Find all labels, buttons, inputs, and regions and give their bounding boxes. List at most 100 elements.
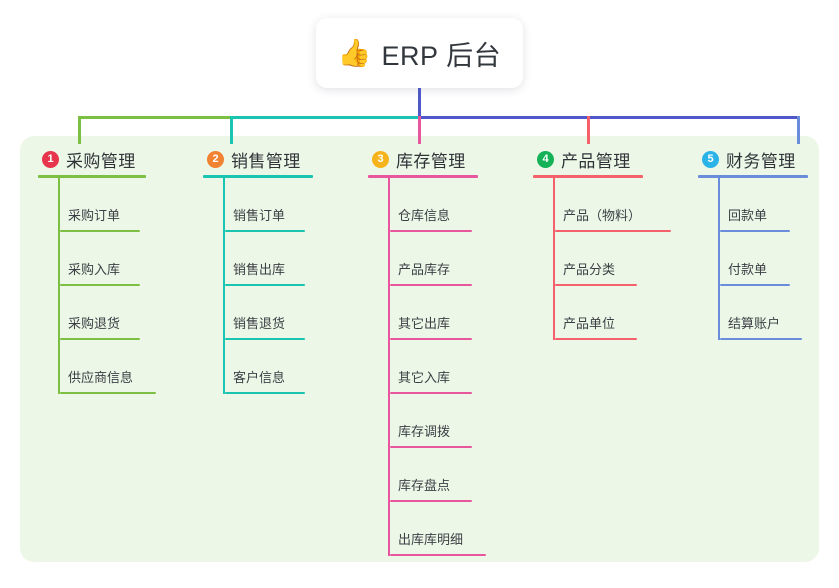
branch-stem-3 <box>388 178 390 556</box>
connector-drop <box>230 116 233 144</box>
connector-bus-segment <box>230 116 420 119</box>
branch-child-label: 销售订单 <box>233 208 286 223</box>
branch-stem-1 <box>58 178 60 394</box>
branch-child-label: 库存调拨 <box>398 424 451 439</box>
branch-title-5: 财务管理 <box>726 151 796 171</box>
branch-column-4: 4 产品管理产品（物料） 产品分类产品单位 <box>533 146 671 340</box>
branch-badge-5: 5 <box>702 150 719 168</box>
branch-child-underline <box>390 554 486 556</box>
branch-child-label: 回款单 <box>728 208 768 223</box>
connector-drop <box>797 116 800 144</box>
branch-underline-5 <box>698 175 808 178</box>
branch-child-underline <box>225 338 305 340</box>
branch-child-item[interactable]: 库存盘点 <box>390 448 472 502</box>
branch-badge-1: 1 <box>42 150 59 168</box>
branch-child-label: 付款单 <box>728 262 768 277</box>
branch-child-label: 出库库明细 <box>398 532 464 547</box>
branch-underline-3 <box>368 175 478 178</box>
branch-column-2: 2 销售管理销售订单销售出库销售退货客户信息 <box>203 146 313 394</box>
branch-header-4[interactable]: 4 产品管理 <box>533 146 643 178</box>
branch-child-underline <box>555 230 671 232</box>
branch-child-label: 产品库存 <box>398 262 451 277</box>
branch-child-underline <box>60 392 156 394</box>
branch-child-item[interactable]: 产品分类 <box>555 232 637 286</box>
connector-bus-segment <box>78 116 230 119</box>
branch-header-2[interactable]: 2 销售管理 <box>203 146 313 178</box>
connector-drop <box>587 116 590 144</box>
branch-child-item[interactable]: 其它入库 <box>390 340 472 394</box>
branch-stem-2 <box>223 178 225 394</box>
branch-child-item[interactable]: 销售退货 <box>225 286 305 340</box>
branch-child-label: 其它入库 <box>398 370 451 385</box>
branch-child-label: 产品单位 <box>563 316 616 331</box>
branch-child-underline <box>60 338 140 340</box>
branch-child-item[interactable]: 产品单位 <box>555 286 637 340</box>
branch-title-1: 采购管理 <box>66 151 136 171</box>
root-node[interactable]: 👍 ERP 后台 <box>316 18 523 88</box>
branch-child-item[interactable]: 结算账户 <box>720 286 802 340</box>
branch-child-label: 采购订单 <box>68 208 121 223</box>
branch-underline-1 <box>38 175 146 178</box>
branch-child-underline <box>390 230 472 232</box>
branch-child-label: 客户信息 <box>233 370 286 385</box>
branch-child-underline <box>225 230 305 232</box>
branch-child-underline <box>555 338 637 340</box>
branch-title-4: 产品管理 <box>561 151 631 171</box>
branch-child-underline <box>60 284 140 286</box>
branch-title-2: 销售管理 <box>231 151 301 171</box>
branch-stem-4 <box>553 178 555 340</box>
branch-child-item[interactable]: 供应商信息 <box>60 340 156 394</box>
branch-child-underline <box>720 284 790 286</box>
branch-child-item[interactable]: 付款单 <box>720 232 790 286</box>
branch-child-label: 其它出库 <box>398 316 451 331</box>
branch-column-3: 3 库存管理仓库信息产品库存其它出库其它入库库存调拨库存盘点出库库明细 <box>368 146 486 556</box>
branch-child-item[interactable]: 客户信息 <box>225 340 305 394</box>
branch-header-5[interactable]: 5 财务管理 <box>698 146 808 178</box>
branch-child-item[interactable]: 仓库信息 <box>390 178 472 232</box>
branch-child-underline <box>225 284 305 286</box>
branch-child-item[interactable]: 产品库存 <box>390 232 472 286</box>
branch-child-underline <box>720 230 790 232</box>
branch-child-label: 采购入库 <box>68 262 121 277</box>
branch-underline-2 <box>203 175 313 178</box>
branch-child-item[interactable]: 采购订单 <box>60 178 140 232</box>
branch-badge-2: 2 <box>207 150 224 168</box>
branch-child-item[interactable]: 回款单 <box>720 178 790 232</box>
connector-bus-segment <box>418 116 800 119</box>
branch-stem-5 <box>718 178 720 340</box>
branch-child-label: 产品（物料） <box>563 208 642 223</box>
branch-child-item[interactable]: 其它出库 <box>390 286 472 340</box>
branch-child-label: 库存盘点 <box>398 478 451 493</box>
root-node-label: ERP 后台 <box>381 40 502 71</box>
branch-child-label: 产品分类 <box>563 262 616 277</box>
branch-badge-4: 4 <box>537 150 554 168</box>
branch-child-label: 采购退货 <box>68 316 121 331</box>
branch-underline-4 <box>533 175 643 178</box>
branch-header-1[interactable]: 1 采购管理 <box>38 146 146 178</box>
connector-drop <box>418 116 421 144</box>
branch-child-label: 销售退货 <box>233 316 286 331</box>
branch-child-item[interactable]: 库存调拨 <box>390 394 472 448</box>
branch-child-item[interactable]: 销售订单 <box>225 178 305 232</box>
branch-child-item[interactable]: 采购入库 <box>60 232 140 286</box>
branch-child-underline <box>225 392 305 394</box>
connector-drop <box>78 116 81 144</box>
branch-child-label: 结算账户 <box>728 316 781 331</box>
branch-child-underline <box>60 230 140 232</box>
connector-trunk-vertical <box>418 88 421 118</box>
thumbs-up-icon: 👍 <box>337 37 372 68</box>
branch-badge-3: 3 <box>372 150 389 168</box>
branch-child-underline <box>720 338 802 340</box>
branch-child-underline <box>390 392 472 394</box>
branch-child-underline <box>555 284 637 286</box>
branch-header-3[interactable]: 3 库存管理 <box>368 146 478 178</box>
branch-child-underline <box>390 446 472 448</box>
branch-title-3: 库存管理 <box>396 151 466 171</box>
branch-child-label: 仓库信息 <box>398 208 451 223</box>
branch-child-item[interactable]: 采购退货 <box>60 286 140 340</box>
branch-child-item[interactable]: 产品（物料） <box>555 178 671 232</box>
branch-child-item[interactable]: 销售出库 <box>225 232 305 286</box>
branch-child-item[interactable]: 出库库明细 <box>390 502 486 556</box>
branch-column-5: 5 财务管理回款单付款单结算账户 <box>698 146 808 340</box>
